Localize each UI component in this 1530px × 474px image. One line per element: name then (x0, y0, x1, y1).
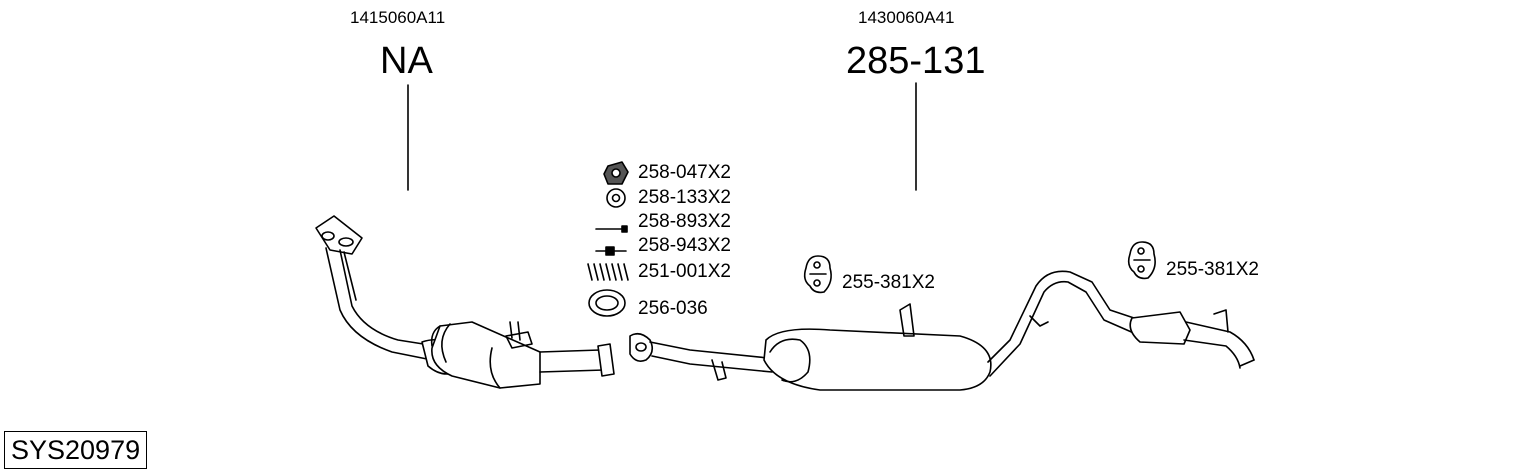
oe-number-rear: 1430060A41 (858, 8, 955, 27)
part-number-front: NA (380, 40, 433, 82)
rubber-hanger-icon (1127, 241, 1156, 280)
spring-icon (587, 263, 629, 281)
oe-number-front: 1415060A11 (350, 8, 446, 27)
hanger-label: 255-381X2 (842, 272, 935, 293)
rear-pipe-part (629, 270, 1255, 391)
fitting-label: 258-943X2 (638, 235, 731, 256)
part-number-rear: 285-131 (846, 40, 986, 82)
fitting-label: 258-133X2 (638, 187, 731, 208)
washer-icon (606, 188, 626, 208)
fitting-label: 256-036 (638, 298, 708, 319)
bolt-icon (595, 225, 628, 233)
stud-bolt-icon (595, 246, 627, 256)
rubber-hanger-icon (803, 255, 832, 294)
fitting-label: 251-001X2 (638, 261, 731, 282)
system-id-box: SYS20979 (4, 431, 148, 469)
flange-nut-icon (603, 161, 629, 185)
front-pipe-part (315, 215, 615, 389)
hanger-label: 255-381X2 (1166, 259, 1259, 280)
fitting-label: 258-893X2 (638, 211, 731, 232)
fitting-label: 258-047X2 (638, 162, 731, 183)
gasket-ring-icon (588, 289, 626, 317)
